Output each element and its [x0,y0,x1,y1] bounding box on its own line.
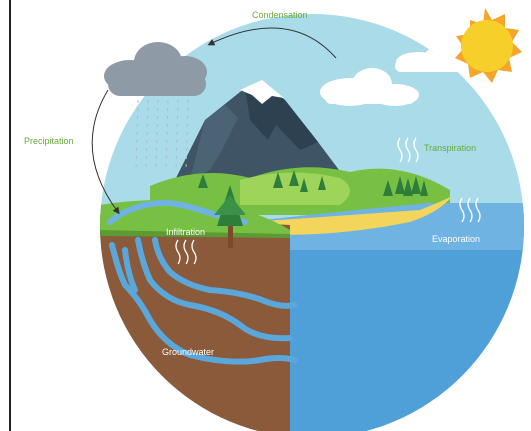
label-groundwater: Groundwater [162,347,214,357]
label-precipitation: Precipitation [24,136,74,146]
precipitation-arrow [91,89,120,215]
sun-icon [455,8,522,83]
label-evaporation: Evaporation [432,234,480,244]
groundwater-streams [109,237,298,365]
label-infiltration: Infiltration [166,227,205,237]
soil [100,215,290,431]
label-transpiration: Transpiration [424,143,476,153]
cloud-icon [320,46,465,106]
condensation-arrow [207,27,337,59]
label-condensation: Condensation [252,10,308,20]
grass-top [100,200,290,238]
mountain-icon [170,80,345,192]
vapor-wave-icon [175,137,481,265]
beach [250,196,452,235]
tree-icon [214,185,246,248]
rain-cloud-icon [104,42,207,171]
